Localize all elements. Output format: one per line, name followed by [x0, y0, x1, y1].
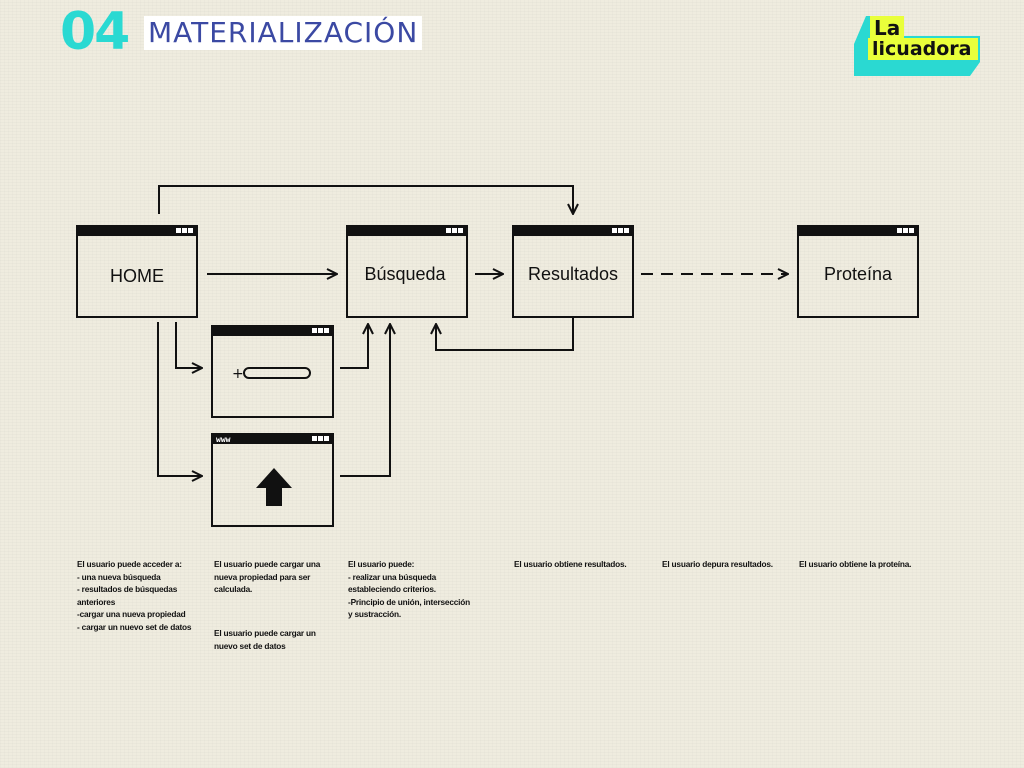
logo-text-licuadora: licuadora: [872, 38, 972, 60]
window-proteina-label: Proteína: [824, 264, 893, 284]
la-licuadora-logo: La licuadora: [852, 14, 982, 78]
description-proteina: El usuario obtiene la proteína.: [799, 559, 912, 569]
url-www-label: www: [216, 435, 231, 444]
window-proteina: Proteína: [797, 225, 919, 318]
description-home: El usuario puede acceder a: - una nueva …: [77, 559, 192, 632]
logo-yellow-bottom: [868, 38, 978, 60]
section-number: 04: [60, 2, 130, 62]
property-input-field: [243, 367, 311, 379]
window-busqueda-label: Búsqueda: [364, 264, 446, 284]
arrow-resultados-back-to-busqueda: [436, 318, 574, 351]
upload-arrow-icon: [256, 468, 292, 506]
arrow-upload-dataset-to-busqueda: [340, 324, 390, 477]
arrow-home-to-resultados: [158, 185, 573, 214]
window-home: HOME: [76, 225, 198, 318]
plus-icon: +: [232, 366, 244, 382]
logo-shape: [854, 16, 980, 76]
description-depura: El usuario depura resultados.: [662, 559, 773, 569]
description-add-property: El usuario puede cargar una nueva propie…: [214, 559, 321, 594]
window-busqueda: Búsqueda: [346, 225, 468, 318]
arrow-home-to-upload-dataset: [157, 322, 202, 476]
section-title: MATERIALIZACIÓN: [144, 16, 423, 50]
logo-yellow-top: [870, 16, 904, 38]
window-resultados-label: Resultados: [528, 264, 618, 284]
description-resultados: El usuario obtiene resultados.: [514, 559, 627, 569]
arrow-home-to-add-property: [175, 322, 202, 368]
arrow-add-property-to-busqueda: [340, 324, 368, 369]
description-busqueda: El usuario puede: - realizar una búsqued…: [348, 559, 471, 619]
logo-text-la: La: [874, 16, 901, 40]
window-resultados: Resultados: [512, 225, 634, 318]
window-add-property: +: [211, 325, 334, 418]
window-home-label: HOME: [110, 266, 164, 286]
window-upload-dataset: www: [211, 433, 334, 527]
description-upload-dataset: El usuario puede cargar un nuevo set de …: [214, 628, 316, 651]
